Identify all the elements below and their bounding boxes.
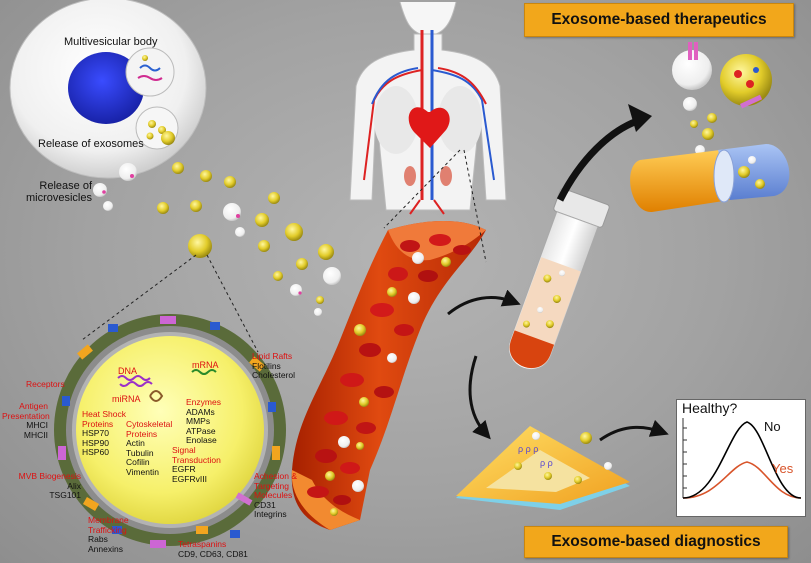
signal-transduction-group: Signal Transduction EGFR EGFRvIII (172, 445, 221, 484)
diagnostic-plot (676, 399, 806, 517)
exosome-trail (157, 162, 341, 316)
multivesicular-body-label: Multivesicular body (64, 36, 158, 48)
healthy-question: Healthy? (682, 400, 738, 416)
therapeutic-vesicles (672, 42, 772, 162)
mirna-label: miRNA (112, 394, 141, 404)
process-arrows (447, 289, 669, 442)
test-tube (508, 188, 610, 371)
heat-shock-item: HSP60 (82, 447, 109, 458)
yes-label: Yes (772, 461, 794, 476)
adhesion-group: Achesion & Targeting Molecules CD31 Inte… (254, 471, 297, 520)
svg-text:ρ ρ: ρ ρ (540, 458, 553, 468)
human-body (349, 1, 507, 215)
svg-text:ρ ρ ρ: ρ ρ ρ (518, 444, 538, 454)
signal-title: Signal (172, 445, 196, 455)
rna-strands (117, 369, 217, 402)
cell (9, 0, 207, 179)
membrane-trafficking-group: Membrane Trafficking Rabs Annexins (88, 515, 129, 554)
yes-curve (682, 461, 802, 499)
antigen-group: Antigen Presentation MHCI MHCII (2, 401, 50, 440)
tetraspanins-title: Tetraspanins (178, 539, 227, 549)
diagnostic-chip: ρ ρ ρ ρ ρ (456, 426, 630, 510)
release-exosomes-label: Release of exosomes (38, 138, 144, 150)
enzymes-title: Enzymes (186, 397, 221, 407)
lipid-rafts-group: Lipid Rafts Flotilins Cholesterol (252, 351, 295, 381)
vessel-exosomes (325, 252, 451, 516)
heat-shock-group: Heat Shock Proteins HSP70 HSP90 HSP60 (82, 409, 126, 458)
dna-label: DNA (118, 366, 138, 376)
therapeutics-arrow (556, 104, 652, 202)
plot-ticks (683, 427, 687, 489)
lipid-rafts-title: Lipid Rafts (252, 351, 293, 361)
release-microvesicles-label: Release of microvesicles (25, 180, 92, 205)
mvb-contents (137, 55, 166, 140)
zoom-lines (81, 149, 487, 353)
red-blood-cells (307, 234, 471, 505)
heat-shock-item: HSP70 (82, 428, 109, 439)
cytoskeletal-group: Cytoskeletal Proteins Actin Tubulin Cofi… (126, 419, 173, 477)
cytoskeletal-title: Cytoskeletal (126, 419, 173, 429)
antigen-title: Antigen (19, 401, 48, 411)
cell-release-vesicles (93, 131, 175, 211)
enzymes-group: Enzymes ADAMs MMPs ATPase Enolase (186, 397, 221, 446)
no-curve (682, 421, 802, 499)
membrane-title: Membrane (88, 515, 129, 525)
heat-shock-title: Heat Shock (82, 409, 126, 419)
membrane-proteins (58, 316, 280, 548)
therapeutics-banner: Exosome-based therapeutics (524, 3, 794, 37)
no-label: No (764, 419, 781, 434)
mvb-biogenesis-group: MVB Biogenesis Alix TSG101 (3, 471, 81, 501)
diagnostics-banner: Exosome-based diagnostics (524, 526, 788, 558)
capsule (630, 144, 790, 213)
heat-shock-item: HSP90 (82, 437, 109, 448)
mrna-label: mRNA (192, 360, 219, 370)
diagnostic-curves (682, 418, 802, 499)
blood-vessel (291, 220, 486, 530)
tetraspanins-group: Tetraspanins CD9, CD63, CD81 (178, 539, 248, 559)
receptors-label: Receptors (26, 379, 65, 389)
adhesion-title: Achesion & (254, 471, 297, 481)
mvb-title: MVB Biogenesis (18, 471, 81, 481)
